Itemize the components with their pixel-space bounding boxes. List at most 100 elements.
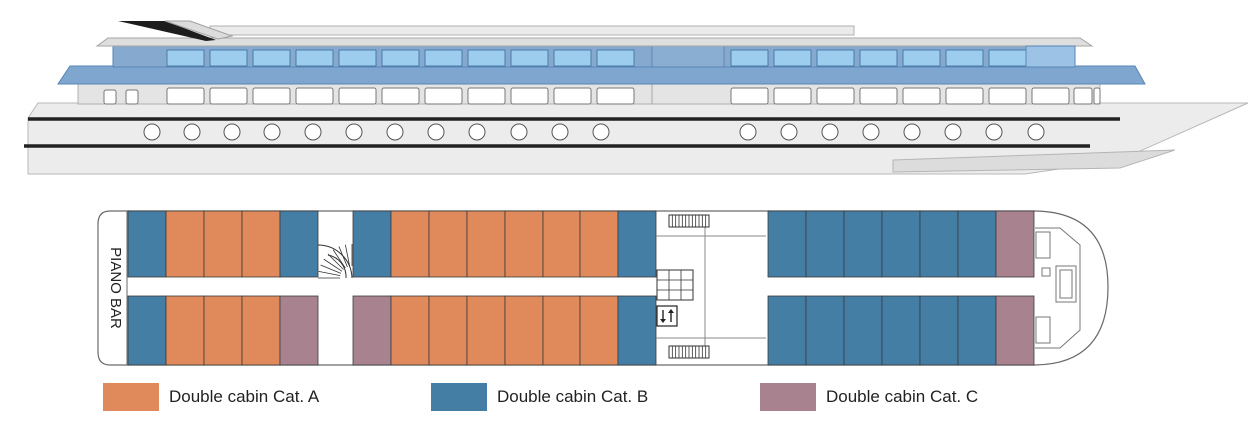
bottom-cabin-cat-a [466, 295, 506, 366]
main-deck-window [1093, 87, 1101, 105]
upper-deck-window [596, 49, 635, 67]
top-cabin-cat-a [542, 210, 581, 278]
bottom-cabin-cat-b [127, 295, 167, 366]
porthole [427, 123, 445, 141]
upper-deck-window [730, 49, 769, 67]
cabin-group [127, 210, 1035, 366]
bottom-cabin-cat-a [241, 295, 281, 366]
hull-bow-shading [892, 149, 1176, 173]
porthole [468, 123, 486, 141]
porthole [780, 123, 798, 141]
main-deck-window [125, 89, 139, 105]
top-cabin-cat-a [428, 210, 468, 278]
legend-swatch-cat-c [760, 383, 816, 411]
porthole [1027, 123, 1045, 141]
stairs-top-icon [668, 214, 710, 228]
upper-deck-window [859, 49, 898, 67]
top-cabin-cat-b [881, 210, 921, 278]
main-deck-window [596, 87, 635, 105]
main-deck-window [1031, 87, 1070, 105]
main-deck-window [553, 87, 592, 105]
top-cabin-cat-a [165, 210, 205, 278]
legend-label-cat-a: Double cabin Cat. A [169, 387, 320, 406]
porthole [143, 123, 161, 141]
main-deck-window [902, 87, 941, 105]
main-deck-window [816, 87, 855, 105]
main-deck-window [988, 87, 1027, 105]
top-cabin-cat-a [203, 210, 243, 278]
bottom-cabin-cat-b [919, 295, 959, 366]
top-cabin-cat-b [919, 210, 959, 278]
ship-side-profile [24, 20, 1249, 175]
main-deck-window [510, 87, 549, 105]
upper-deck-window [338, 49, 377, 67]
main-deck-window [859, 87, 898, 105]
funnel-black-stripe [118, 21, 216, 41]
upper-deck-window [381, 49, 420, 67]
top-cabin-cat-c [995, 210, 1035, 278]
legend-swatch-cat-a [103, 383, 159, 411]
top-cabin-cat-b [843, 210, 883, 278]
deck-plan: PIANO BAR [97, 210, 1109, 366]
bottom-cabin-cat-b [881, 295, 921, 366]
porthole [223, 123, 241, 141]
elevator-icon [656, 305, 678, 327]
bottom-cabin-cat-a [579, 295, 619, 366]
main-deck-window [252, 87, 291, 105]
top-cabin-cat-b [352, 210, 392, 278]
bottom-cabin-cat-b [617, 295, 657, 366]
top-cabin-cat-a [390, 210, 430, 278]
main-deck-window [381, 87, 420, 105]
bottom-cabin-cat-b [805, 295, 845, 366]
upper-deck-windows [166, 49, 1065, 67]
bottom-cabin-cat-a [203, 295, 243, 366]
legend-label-cat-b: Double cabin Cat. B [497, 387, 649, 406]
top-cabin-cat-a [241, 210, 281, 278]
bottom-cabin-cat-a [504, 295, 544, 366]
porthole [944, 123, 962, 141]
porthole [821, 123, 839, 141]
main-deck-window [209, 87, 248, 105]
upper-deck-window [252, 49, 291, 67]
central-corridor [128, 277, 996, 296]
upper-deck-window [209, 49, 248, 67]
piano-bar-label: PIANO BAR [107, 247, 124, 329]
legend-item-cat-a: Double cabin Cat. A [103, 383, 319, 411]
legend-item-cat-c: Double cabin Cat. C [760, 383, 978, 411]
bottom-cabin-cat-b [957, 295, 997, 366]
upper-deck-window [510, 49, 549, 67]
bottom-cabin-cat-a [165, 295, 205, 366]
upper-deck-window [553, 49, 592, 67]
porthole-group [143, 123, 1045, 141]
upper-deck-window [945, 49, 984, 67]
porthole [304, 123, 322, 141]
sun-deck-canopy [209, 25, 855, 36]
top-cabin-cat-a [466, 210, 506, 278]
main-deck-window [773, 87, 812, 105]
porthole [345, 123, 363, 141]
porthole [510, 123, 528, 141]
top-cabin-cat-a [579, 210, 619, 278]
bridge-block [1025, 45, 1076, 68]
upper-deck-window [424, 49, 463, 67]
legend-swatch-cat-b [431, 383, 487, 411]
top-cabin-cat-b [805, 210, 845, 278]
upper-deck-window [902, 49, 941, 67]
upper-deck-window [166, 49, 205, 67]
main-deck-window [166, 87, 205, 105]
promenade-deck-roof [57, 65, 1146, 85]
upper-deck-window [773, 49, 812, 67]
upper-deck-window [295, 49, 334, 67]
porthole [386, 123, 404, 141]
porthole [551, 123, 569, 141]
bottom-cabin-cat-c [279, 295, 319, 366]
sun-deck-roof [95, 37, 1094, 47]
main-deck-window [295, 87, 334, 105]
porthole [985, 123, 1003, 141]
porthole [263, 123, 281, 141]
top-cabin-cat-b [957, 210, 997, 278]
main-deck-window [338, 87, 377, 105]
upper-deck-window [467, 49, 506, 67]
porthole [862, 123, 880, 141]
bottom-cabin-cat-c [995, 295, 1035, 366]
